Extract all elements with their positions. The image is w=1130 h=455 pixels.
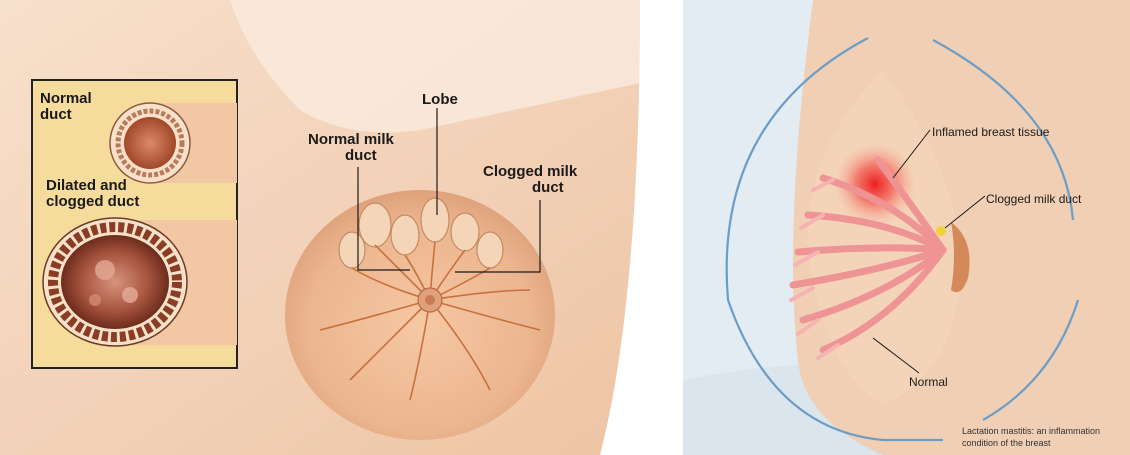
dilated-duct-label-line1: Dilated and (46, 177, 127, 194)
caption-line1: Lactation mastitis: an inflammation (962, 426, 1100, 436)
nipple-center (425, 295, 435, 305)
clogged-milk-duct-label-line1: Clogged milk (483, 163, 578, 180)
normal-milk-duct-label-line2: duct (345, 147, 377, 164)
normal-duct-label-line1: Normal (40, 90, 92, 107)
inflamed-tissue-label: Inflamed breast tissue (932, 125, 1050, 139)
normal-duct-illustration (110, 103, 237, 183)
clogged-milk-duct-label-line2: duct (532, 179, 564, 196)
normal-label: Normal (909, 375, 948, 389)
clogged-duct-illustration (43, 218, 237, 346)
right-diagram-illustration: Inflamed breast tissue Clogged milk duct… (683, 0, 1130, 455)
right-diagram: Inflamed breast tissue Clogged milk duct… (683, 0, 1130, 455)
left-diagram: Normal duct Dilated and clogged duct Lob… (0, 0, 655, 455)
left-diagram-illustration: Normal duct Dilated and clogged duct Lob… (0, 0, 655, 455)
caption-line2: condition of the breast (962, 438, 1051, 448)
breast-shape (285, 190, 555, 440)
dilated-duct-label-line2: clogged duct (46, 193, 139, 210)
normal-duct-label-line2: duct (40, 106, 72, 123)
lobe-label: Lobe (422, 91, 458, 108)
normal-milk-duct-label-line1: Normal milk (308, 131, 395, 148)
clog-marker (936, 226, 946, 236)
clogged-duct-label: Clogged milk duct (986, 192, 1082, 206)
